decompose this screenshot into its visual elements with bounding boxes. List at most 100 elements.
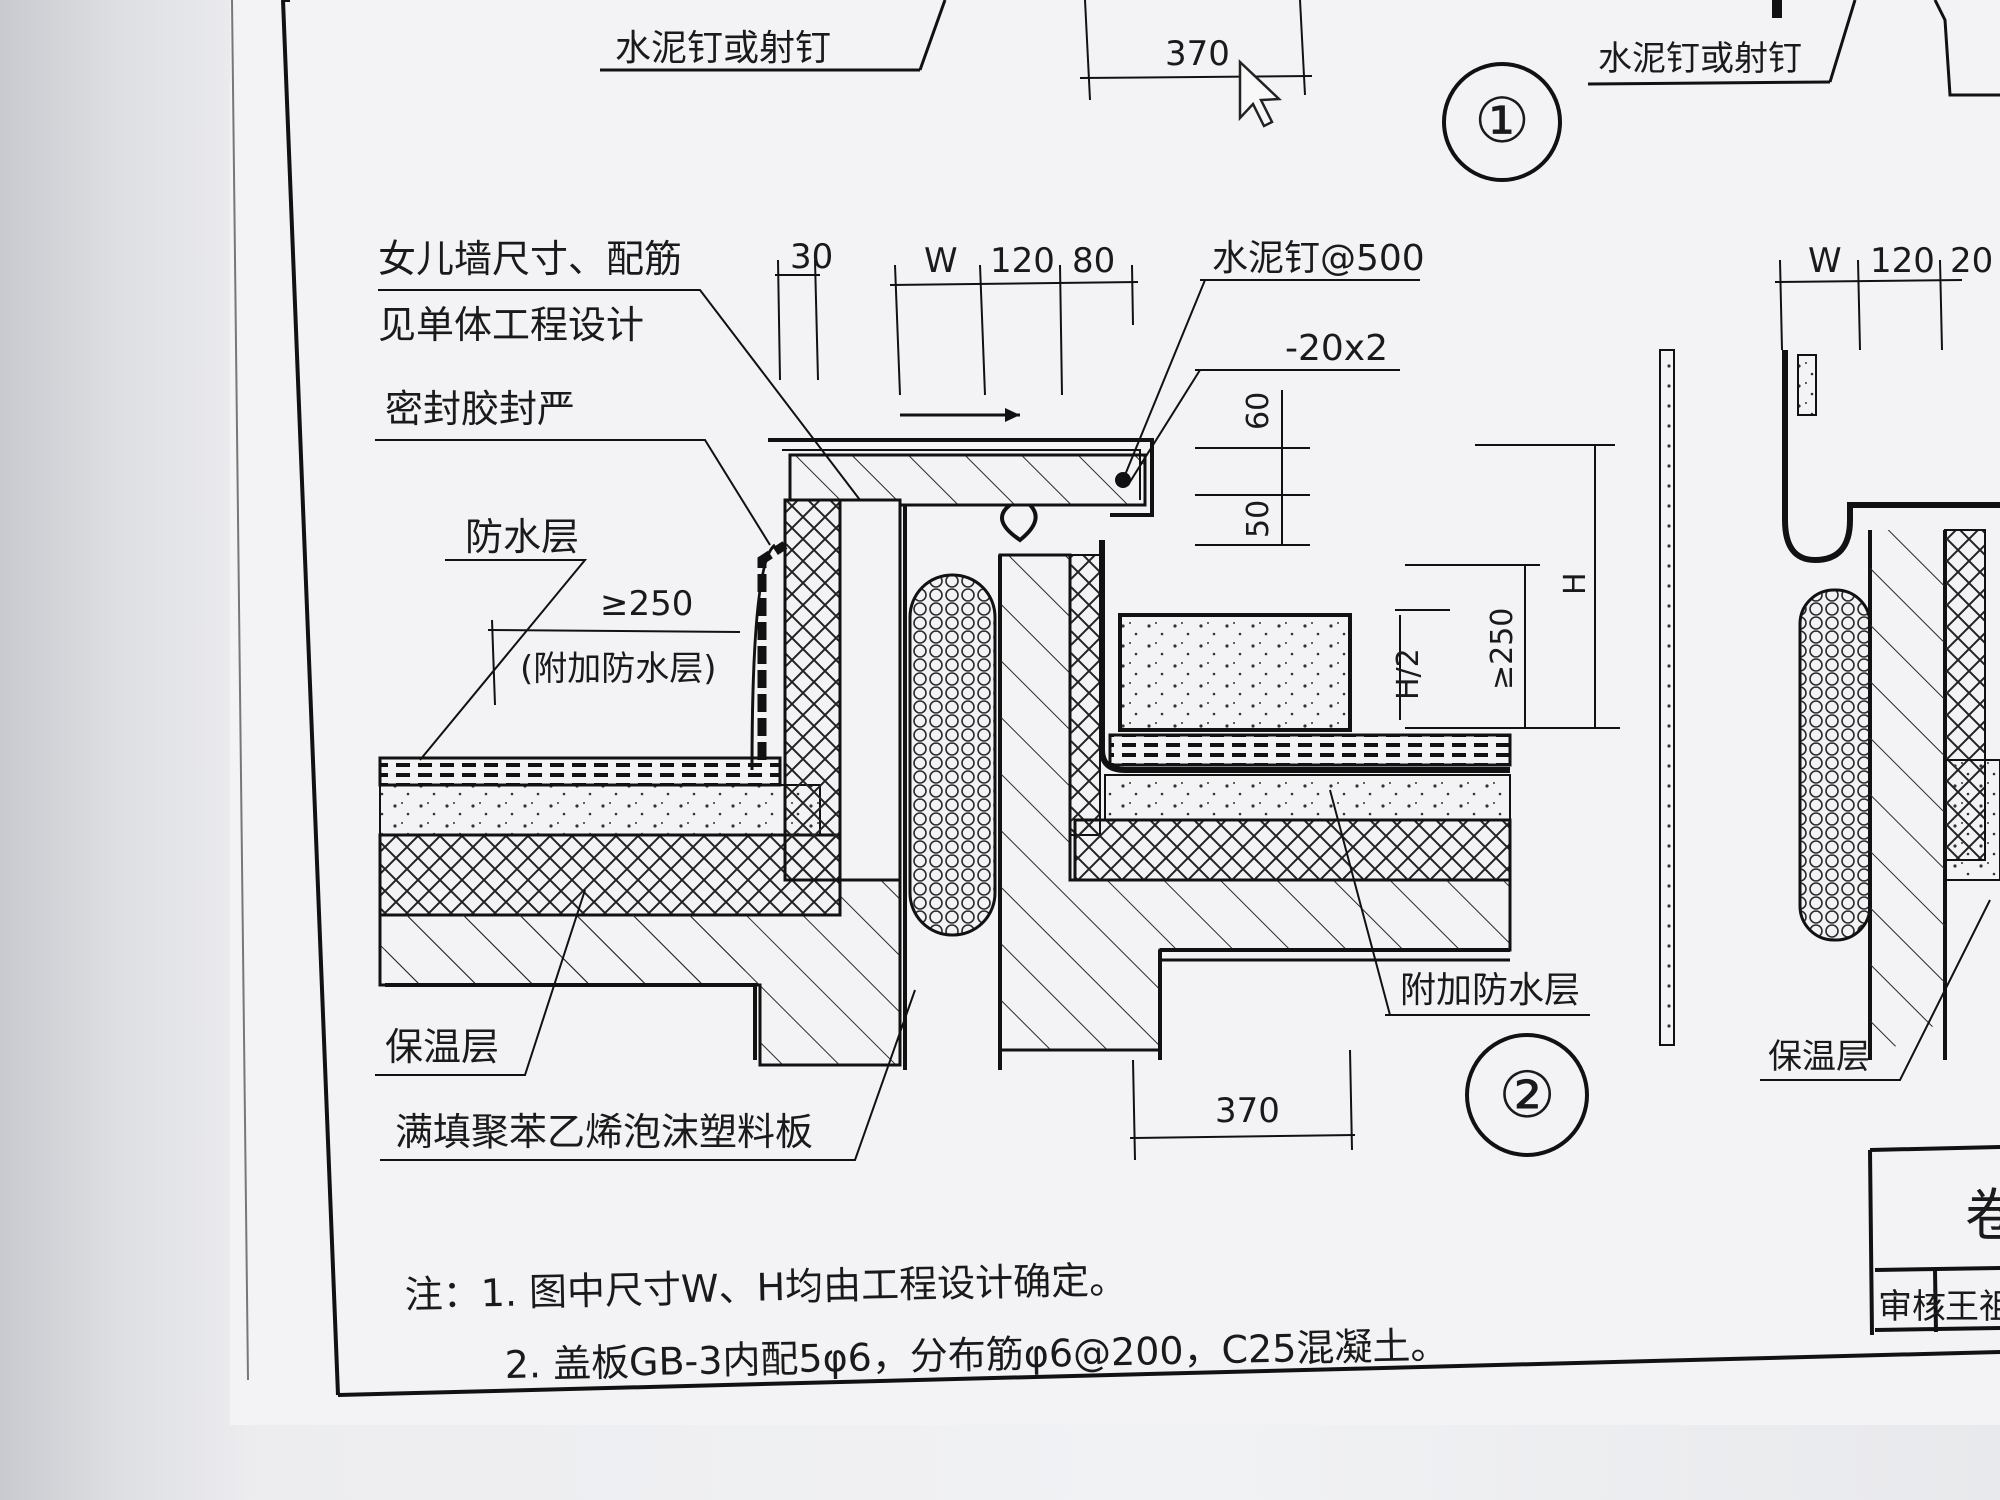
frame-bottom-edge [337,1350,2000,1397]
leader-nail-left-diag [918,0,947,71]
d3-dim-120: 120 [1870,241,1935,281]
dim-h2: H/2 [1391,648,1426,700]
leader-nail-right [1587,80,1831,86]
label-parapet-line2: 见单体工程设计 [378,303,644,347]
dim-min250-left-ext [491,619,496,706]
nail-label-right: 水泥钉或射钉 [1598,39,1802,79]
label-extra-waterproof: 附加防水层 [1400,970,1580,1011]
dim-min250-left [487,629,741,633]
dim-ext-c [1059,264,1063,396]
dim-370-ext-left [1132,1059,1136,1161]
d3-parapet [1870,530,1945,1060]
leader-cement-nail [1124,279,1420,476]
dim-80: 80 [1072,241,1115,281]
d3-upstand [1797,354,1817,416]
metal-cap-flashing [768,438,1154,517]
dim-h: H [1558,572,1593,595]
right-slab-edge [1158,948,1510,1060]
label-insulation: 保温层 [385,1025,499,1069]
detail1-edge [1933,0,2000,97]
d3-screed [1944,759,2000,881]
mouse-cursor-icon [1238,59,1282,128]
leader-parapet [378,289,861,501]
d3-dim-20: 20 [1950,241,1993,281]
d3-label-insulation: 保温层 [1768,1037,1870,1077]
leader-extra-waterproof [1329,789,1590,1016]
cap-inner-line [782,449,1141,500]
separator-column [1659,349,1675,1046]
leader-nail-right-diag [1828,0,1857,83]
extra-waterproof-upturn [750,543,776,771]
binding-line [231,0,249,1381]
dim-30-ext-right [814,259,819,381]
eps-fill-joint [908,573,997,937]
detail-1: 水泥钉或射钉 370 ① 水泥钉或射钉 [600,0,2000,182]
dim-370-ext-right [1349,1049,1353,1151]
dim-ext-b [979,264,986,396]
d3-dim-w: W [1808,241,1842,281]
dim-370-top: 370 [1165,34,1230,74]
dim1-line [1079,75,1313,79]
label-waterproof: 防水层 [465,515,579,559]
detail-2: 女儿墙尺寸、配筋 见单体工程设计 密封胶封严 防水层 ≥250 (附加防水层) … [375,237,1675,1161]
detail-2-circle [1465,1033,1589,1157]
leader-insulation [375,889,586,1076]
dim-ext-d [1131,264,1134,326]
dim-30-ext-left [777,259,781,381]
leader-sealant [375,439,771,546]
label-cement-nail: 水泥钉@500 [1212,238,1425,279]
dim-min250-right: ≥250 [1485,608,1520,690]
joint-sealant-roll [1000,503,1038,543]
review-label: 审核 [1878,1287,1946,1327]
label-extra-waterproof-paren: (附加防水层) [520,649,717,689]
leader-flat-bar [1127,369,1400,486]
reviewer-partial: 王祖 [1945,1287,2000,1327]
label-eps-fill: 满填聚苯乙烯泡沫塑料板 [395,1110,813,1154]
left-slab-edge [385,983,757,1060]
right-roof-membrane [1108,733,1512,767]
cement-nail [1115,472,1131,488]
label-parapet-line1: 女儿墙尺寸、配筋 [378,237,682,281]
title-block-lines [1868,1145,2000,1336]
right-roof-screed [1104,774,1511,821]
detail-2-number: ② [1498,1059,1555,1133]
dim-370-line [1129,1134,1356,1139]
detail-1-number: ① [1474,84,1530,157]
left-roof-membrane [378,756,782,787]
right-roof-insulation [1073,818,1512,882]
dim1-ext-left [1084,0,1091,101]
dim-120: 120 [990,241,1055,281]
title-block: 卷 审核 王祖 [1868,1145,2000,1336]
dim-ext-a [894,264,901,396]
frame-left-edge [281,0,340,1396]
d3-dim-ext-c [1939,259,1943,351]
detail1-post [1772,0,1782,18]
left-roof-screed [379,784,821,836]
left-roof-insulation [378,833,842,917]
dim-370-bottom: 370 [1215,1091,1280,1131]
leader-eps-fill [380,989,916,1161]
dim1-ext-right [1299,0,1306,96]
d3-dim-ext-b [1857,259,1861,351]
detail-3: W 120 20 保温层 [1760,241,2000,1081]
d3-leader-insulation [1760,899,1991,1081]
left-membrane-upturn [757,541,788,760]
direction-arrowhead [1005,408,1020,422]
label-min250-left: ≥250 [600,584,693,624]
d3-dim-ext-a [1779,259,1783,351]
left-slab-and-parapet [378,453,1147,1067]
d3-eps-fill [1798,588,1872,942]
right-upstand-insulation [1069,554,1101,836]
label-sealant: 密封胶封严 [385,387,575,431]
parapet-insulation [783,498,842,882]
right-membrane-upturn [1099,540,1510,773]
paper [230,0,2000,1425]
d3-membrane [1782,350,2000,564]
detail-1-circle [1442,62,1562,182]
nail-label-left: 水泥钉或射钉 [615,28,831,69]
dim-60: 60 [1241,392,1276,430]
dim-30: 30 [790,237,833,277]
label-flat-bar: -20x2 [1285,328,1388,369]
